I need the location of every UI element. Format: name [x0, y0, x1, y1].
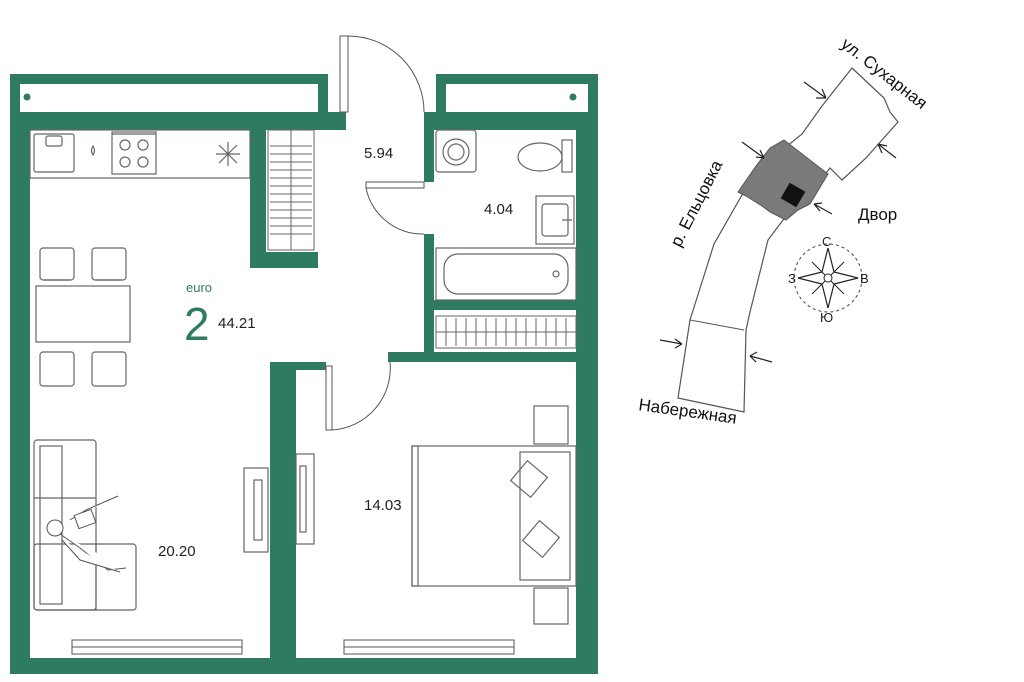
area-hallway: 5.94 [364, 145, 393, 162]
compass-south: Ю [820, 310, 833, 325]
sink [535, 195, 575, 245]
window-bedroom [343, 639, 515, 655]
washing-machine [435, 129, 477, 173]
building-highlight [737, 139, 829, 221]
balcony-marker-left [23, 93, 31, 101]
compass-icon [793, 243, 863, 313]
compass-north: С [822, 234, 831, 249]
rooms-count: 2 [184, 298, 210, 350]
bathtub [435, 247, 577, 301]
balcony-strip-left [10, 74, 328, 114]
tv-stand-bedroom [295, 453, 315, 545]
entrance-door [339, 35, 425, 113]
courtyard-label: Двор [858, 205, 897, 224]
area-living-kitchen: 20.20 [158, 543, 196, 560]
hallway-door [365, 181, 425, 235]
compass-west: З [788, 271, 796, 286]
window-living [71, 639, 243, 655]
apartment-class-label: euro [186, 280, 212, 295]
interior-walls [296, 112, 578, 370]
balcony-strip-right [436, 74, 598, 114]
tv-stand-living [243, 467, 269, 553]
bedroom-radiator [435, 315, 577, 349]
bedroom-door [325, 361, 391, 431]
balcony-marker-right [569, 93, 577, 101]
snowflake-icon [216, 142, 240, 166]
double-bed [411, 445, 577, 587]
apartment-plan: euro 2 44.21 20.20 5.94 4.04 14.03 [10, 35, 598, 674]
wardrobe-rack [267, 129, 315, 251]
area-bedroom: 14.03 [364, 497, 402, 514]
building-outline [677, 67, 899, 413]
street-label-left: р. Ельцовка [667, 157, 727, 250]
kitchen-counter [29, 129, 251, 179]
total-area: 44.21 [218, 315, 256, 332]
entrance-marker [780, 182, 806, 208]
site-plan: С Ю З В ул. Сухарная р. Ельцовка Набереж… [637, 34, 930, 428]
person-illustration [46, 495, 127, 573]
toilet [517, 139, 573, 173]
area-bathroom: 4.04 [484, 201, 513, 218]
exterior-walls [10, 112, 598, 674]
nightstands [533, 405, 569, 625]
dining-set [35, 247, 131, 387]
access-arrows [659, 81, 897, 363]
compass-east: В [860, 271, 869, 286]
